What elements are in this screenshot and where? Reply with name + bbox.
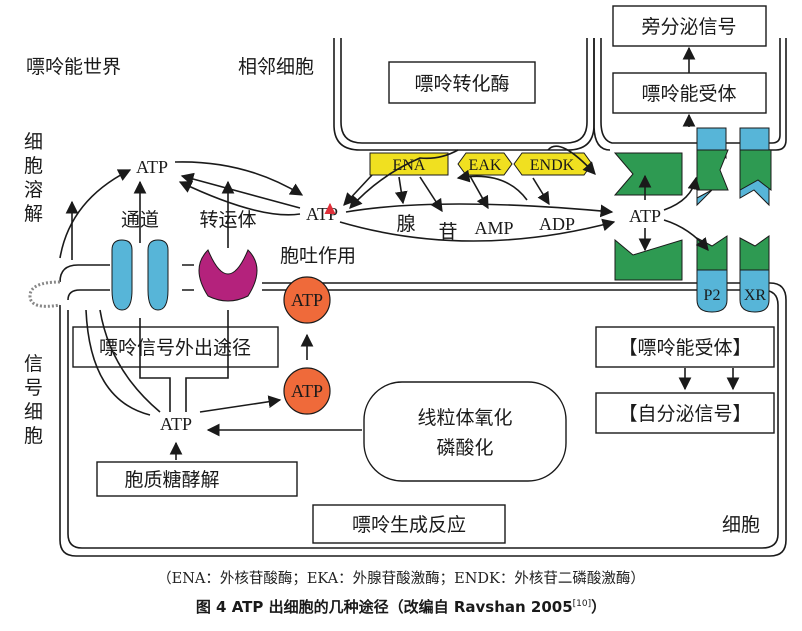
- receptor-cell-membrane-right: [764, 38, 787, 151]
- cell-lysis-label: 细胞溶解: [24, 131, 43, 225]
- adenosine-label-1: 腺: [396, 213, 415, 235]
- channel-right-half: [147, 239, 169, 311]
- adp-label: ADP: [539, 214, 575, 234]
- xr-label: XR: [744, 287, 767, 304]
- signal-cell-membrane-outer: [59, 264, 787, 557]
- p2-label: P2: [704, 287, 721, 304]
- receptor-cell-membrane-inner: [600, 38, 781, 144]
- neighbor-cell-membrane-outer: [333, 38, 595, 151]
- purine-generation-label: 嘌呤生成反应: [352, 514, 466, 536]
- oxphos-label: 线粒体氧化磷酸化: [417, 407, 512, 459]
- ena-label: ENA: [393, 157, 426, 174]
- oxphos-box: [363, 381, 567, 482]
- purinergic-receptor-top-box: [612, 72, 767, 114]
- p2-receptor-top-green: [696, 149, 729, 191]
- paracrine-box: [612, 5, 767, 47]
- eak-label: EAK: [469, 157, 502, 174]
- atp-extracellular-left: ATP: [136, 157, 168, 177]
- cell-label: 细胞: [722, 514, 760, 536]
- exocytosis-label: 胞吐作用: [280, 245, 356, 267]
- neighbor-cell-membrane-inner: [340, 38, 588, 144]
- outflow-pathway-box: [72, 326, 279, 368]
- p2-channel-bottom: [696, 269, 728, 313]
- exocytosis-vesicle: [283, 276, 331, 324]
- purine-generation-box: [312, 504, 506, 544]
- glycolysis-box: [96, 461, 298, 497]
- adenosine-label-2: 苷: [438, 221, 457, 243]
- pathway-arrows: [59, 46, 740, 460]
- caption-text: 图 4 ATP 出细胞的几种途径（改编自 Ravshan 2005: [195, 598, 573, 616]
- atp-exocytosis: ATP: [306, 204, 338, 224]
- vesicle-atp-2: ATP: [291, 381, 323, 401]
- xr-channel-bottom: [739, 269, 770, 313]
- outflow-pathway-label: 嘌呤信号外出途径: [99, 337, 251, 359]
- autocrine-label: 【自分泌信号】: [618, 403, 751, 425]
- endk-label: ENDK: [530, 157, 575, 174]
- purinergic-world-label: 嘌呤能世界: [26, 56, 121, 78]
- receptor-upper-left: [613, 152, 683, 196]
- amp-label: AMP: [474, 218, 513, 238]
- glycolysis-label: 胞质糖酵解: [124, 469, 219, 491]
- neighbor-cell-label: 相邻细胞: [238, 56, 314, 78]
- atp-receptor: ATP: [629, 206, 661, 226]
- figure-caption: 图 4 ATP 出细胞的几种途径（改编自 Ravshan 2005[10]）: [0, 596, 802, 617]
- xr-receptor-bottom: [739, 235, 770, 271]
- signal-cell-label: 信号细胞: [24, 353, 43, 447]
- purinergic-receptor-right-label: 【嘌呤能受体】: [618, 337, 751, 359]
- vesicle-atp-1: ATP: [291, 290, 323, 310]
- caption-ref: [10]: [572, 599, 592, 609]
- transporter-shape: [198, 249, 258, 302]
- channel-left-half: [111, 239, 133, 311]
- lysis-membrane-gap: [28, 280, 61, 308]
- atp-cytoplasm: ATP: [160, 414, 192, 434]
- signal-cell-membrane-inner: [67, 289, 779, 549]
- cytoplasm-vesicle: [283, 367, 331, 415]
- receptor-cell-membrane-outer: [593, 38, 611, 151]
- caption-close: ）: [591, 598, 607, 616]
- footnote: （ENA：外核苷酸酶；EKA：外腺苷酸激酶；ENDK：外核苷二磷酸激酶）: [157, 571, 645, 587]
- p2-receptor-bottom: [696, 235, 728, 271]
- autocrine-box: [595, 392, 775, 434]
- ectoenzyme-label: 嘌呤转化酶: [414, 73, 509, 95]
- xr-receptor-top-green: [739, 149, 772, 192]
- purinergic-receptor-top-label: 嘌呤能受体: [641, 83, 736, 105]
- paracrine-label: 旁分泌信号: [641, 16, 736, 38]
- ectoenzyme-box: [388, 61, 536, 104]
- purinergic-receptor-right-box: [595, 326, 775, 368]
- receptor-lower-left: [614, 238, 683, 281]
